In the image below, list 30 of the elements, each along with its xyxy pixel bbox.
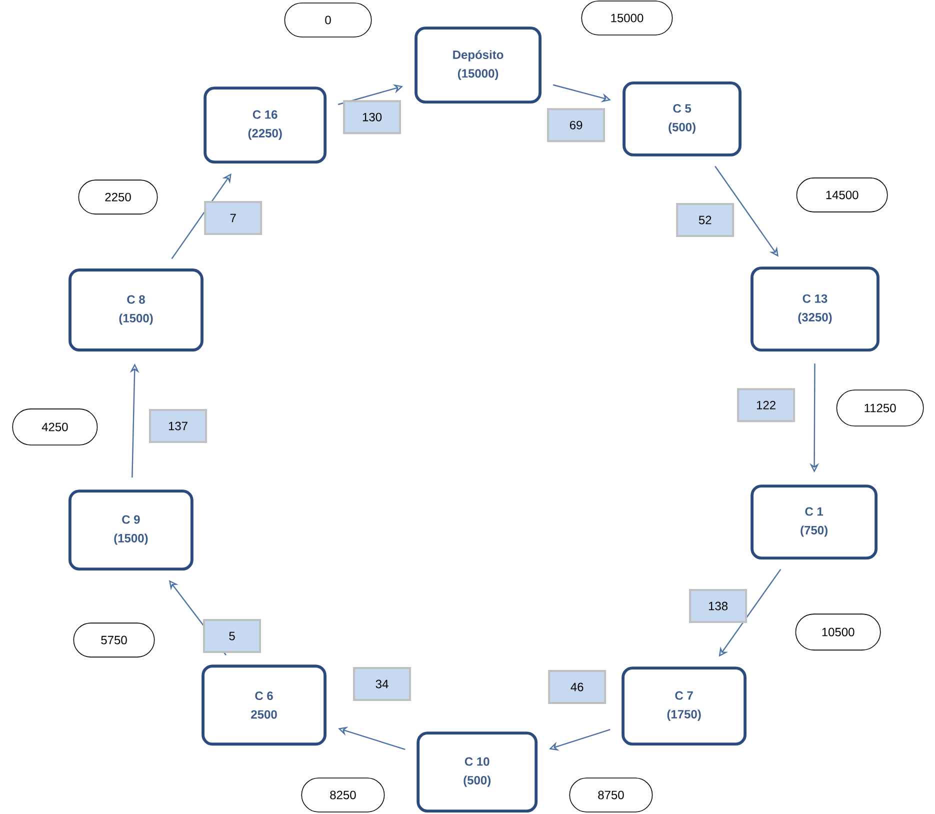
edge-label: 122: [737, 388, 796, 422]
edge-label: 5: [203, 619, 262, 654]
edge-label: 7: [204, 201, 262, 235]
edge-label: 137: [149, 409, 208, 444]
edge-label: 69: [547, 108, 606, 142]
stop-box: C 5 (500): [622, 81, 742, 156]
stop-box: C 7 (1750): [622, 666, 747, 746]
stop-box: C 1 (750): [750, 484, 878, 560]
stop-box: C 9 (1500): [68, 490, 194, 570]
edge-label: 34: [353, 667, 412, 702]
stop-box: C 16 (2250): [204, 86, 327, 164]
load-pill: 5750: [73, 622, 155, 658]
load-pill: 15000: [581, 0, 673, 36]
load-pill: 0: [284, 2, 372, 38]
load-pill: 8750: [569, 778, 653, 812]
stop-box: Depósito (15000): [414, 26, 542, 104]
stop-box: C 6 2500: [202, 664, 326, 746]
load-pill: 8250: [301, 778, 385, 812]
load-pill: 4250: [12, 408, 98, 446]
edge-label: 52: [676, 203, 734, 237]
edge-label: 130: [343, 100, 402, 134]
load-pill: 14500: [796, 178, 888, 212]
stop-box: C 8 (1500): [68, 268, 204, 352]
edge-label: 138: [689, 589, 748, 624]
load-pill: 11250: [836, 390, 924, 426]
load-pill: 10500: [795, 614, 881, 650]
load-pill: 2250: [78, 180, 158, 214]
stop-box: C 10 (500): [416, 732, 538, 813]
edge-label: 46: [548, 670, 606, 704]
stop-box: C 13 (3250): [750, 266, 880, 352]
